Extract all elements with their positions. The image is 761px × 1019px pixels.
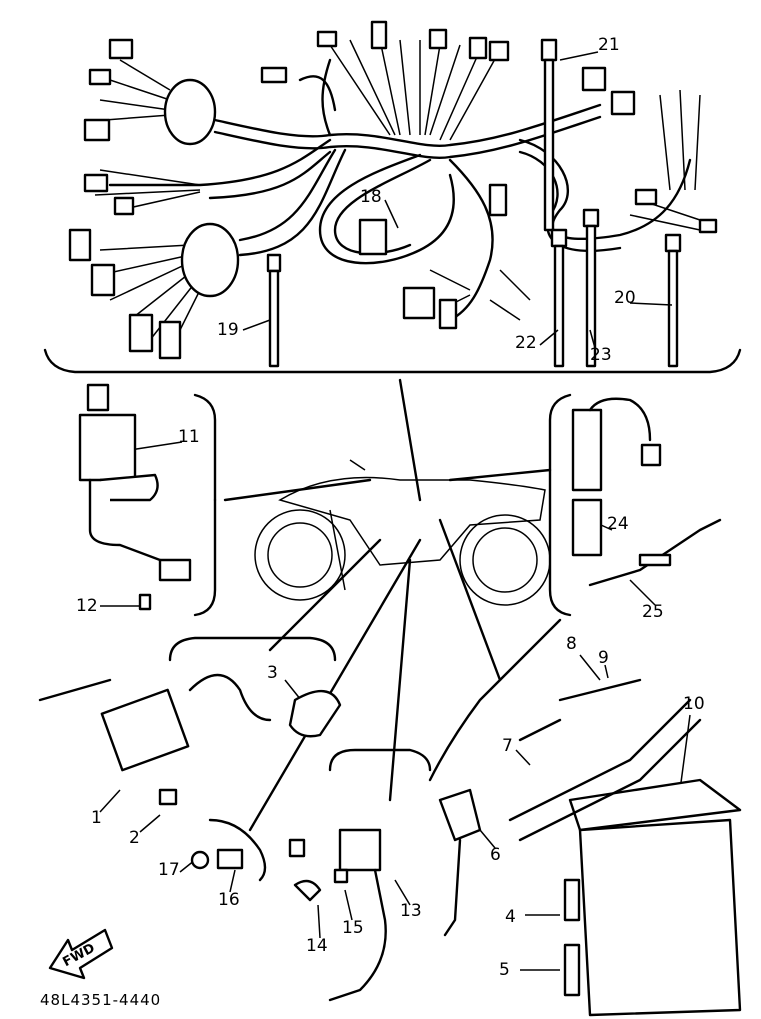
callout-8: 8 — [566, 634, 577, 654]
callout-6: 6 — [490, 845, 501, 865]
callout-21: 21 — [598, 35, 620, 55]
callout-23: 23 — [590, 345, 612, 365]
callout-16: 16 — [218, 890, 240, 910]
motorcycle-silhouette — [254, 459, 551, 606]
callout-22: 22 — [515, 333, 537, 353]
fwd-arrow-icon — [48, 928, 114, 980]
callout-10: 10 — [683, 694, 705, 714]
callout-25: 25 — [642, 602, 664, 622]
callout-15: 15 — [342, 918, 364, 938]
callout-2: 2 — [129, 828, 140, 848]
callout-11: 11 — [178, 427, 200, 447]
callout-20: 20 — [614, 288, 636, 308]
battery — [508, 698, 742, 1017]
group-bracket-top — [43, 348, 742, 374]
callout-13: 13 — [400, 901, 422, 921]
main-switch — [78, 383, 192, 611]
callout-24: 24 — [607, 514, 629, 534]
flasher-and-lead — [571, 397, 722, 587]
callout-17: 17 — [158, 860, 180, 880]
neutral-switch-group — [288, 828, 387, 1002]
callout-5: 5 — [499, 960, 510, 980]
callout-19: 19 — [217, 320, 239, 340]
callout-1: 1 — [91, 808, 102, 828]
drawing-code: 48L4351-4440 — [40, 991, 162, 1009]
callout-7: 7 — [502, 736, 513, 756]
ignition-coil — [38, 673, 342, 806]
wire-harness — [68, 20, 718, 360]
cable-ties — [266, 38, 682, 368]
callout-3: 3 — [267, 663, 278, 683]
callout-9: 9 — [598, 648, 609, 668]
callout-4: 4 — [505, 907, 516, 927]
callout-14: 14 — [306, 936, 328, 956]
callout-12: 12 — [76, 596, 98, 616]
callout-18: 18 — [360, 187, 382, 207]
